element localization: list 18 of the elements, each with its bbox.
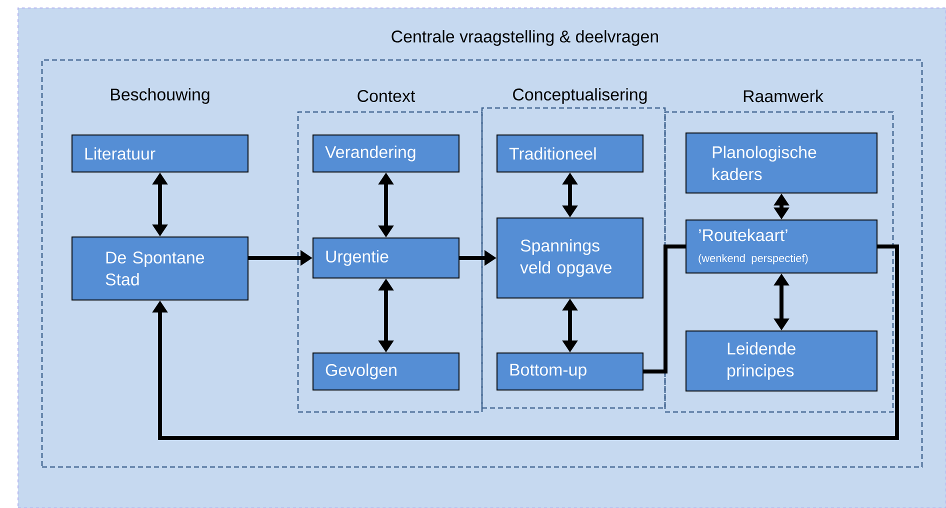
process-box: Literatuur — [72, 134, 248, 172]
process-box: Leidende principes — [686, 330, 878, 392]
process-box: Gevolgen — [312, 352, 460, 390]
column-heading: Raamwerk — [744, 90, 824, 102]
panel-title: Centrale vraagstelling & deelvragen — [392, 30, 658, 46]
process-box: Spannings veld opgave — [496, 218, 644, 298]
dashed-frame — [41, 59, 923, 468]
arrow — [152, 244, 899, 440]
column-heading: Beschouwing — [111, 88, 210, 104]
column-heading: Context — [358, 90, 416, 102]
process-box: Urgentie — [312, 238, 460, 278]
process-box: Bottom-up — [496, 352, 644, 390]
process-box: De Spontane Stad — [72, 236, 248, 300]
process-box: ’Routekaart’ (wenkend perspectief) — [686, 220, 878, 274]
process-box: Planologische kaders — [686, 132, 878, 194]
process-box: Traditioneel — [496, 134, 644, 172]
process-box: Verandering — [312, 134, 460, 172]
column-heading: Conceptualisering — [513, 88, 647, 104]
